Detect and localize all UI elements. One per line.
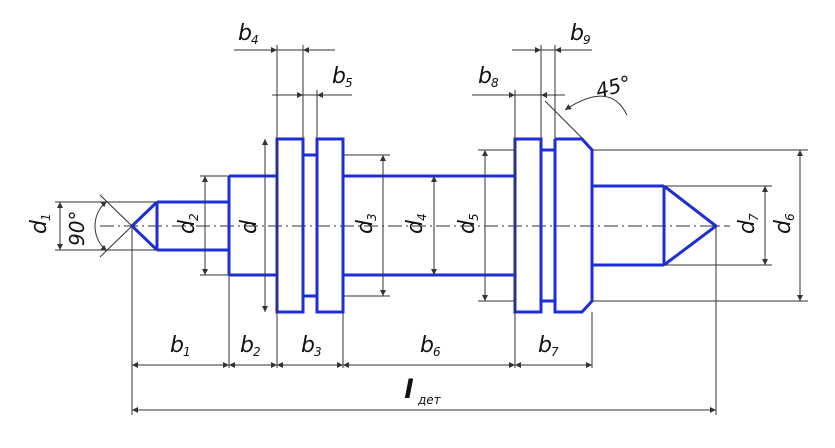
label-d2: d2 xyxy=(175,213,201,234)
svg-text:d: d xyxy=(403,219,428,234)
svg-text:d: d xyxy=(735,219,760,234)
extension-lines xyxy=(55,45,808,415)
label-d6: d6 xyxy=(771,213,797,234)
svg-text:9: 9 xyxy=(583,33,591,47)
svg-text:5: 5 xyxy=(345,76,353,90)
svg-text:d: d xyxy=(771,219,796,234)
svg-text:5: 5 xyxy=(467,213,481,221)
svg-text:b: b xyxy=(420,333,434,358)
svg-text:2: 2 xyxy=(187,213,201,221)
svg-text:1: 1 xyxy=(39,213,53,221)
svg-text:l: l xyxy=(404,375,414,405)
svg-text:8: 8 xyxy=(491,76,499,90)
svg-text:d: d xyxy=(353,219,378,234)
dimension-lines xyxy=(57,47,803,413)
label-angle-45: 45° xyxy=(593,70,633,102)
svg-text:7: 7 xyxy=(747,213,761,221)
svg-text:3: 3 xyxy=(314,345,322,359)
label-d3: d3 xyxy=(353,213,379,234)
label-d5: d5 xyxy=(455,213,481,234)
svg-text:45°: 45° xyxy=(593,70,633,102)
svg-text:d: d xyxy=(237,219,262,234)
svg-text:d: d xyxy=(455,219,480,234)
label-d4: d4 xyxy=(403,213,429,234)
svg-text:b: b xyxy=(478,64,492,89)
label-angle-90: 90° xyxy=(65,211,89,246)
svg-text:дет: дет xyxy=(417,393,442,407)
svg-text:6: 6 xyxy=(433,345,441,359)
svg-text:b: b xyxy=(240,333,254,358)
label-d: d xyxy=(237,219,262,234)
svg-text:4: 4 xyxy=(251,33,259,47)
svg-text:b: b xyxy=(301,333,315,358)
svg-text:3: 3 xyxy=(365,213,379,221)
svg-text:2: 2 xyxy=(253,345,261,359)
svg-text:b: b xyxy=(538,333,552,358)
svg-text:d: d xyxy=(27,219,52,234)
svg-text:4: 4 xyxy=(415,213,429,221)
label-d7: d7 xyxy=(735,213,761,234)
svg-text:1: 1 xyxy=(183,345,191,359)
svg-text:7: 7 xyxy=(551,345,559,359)
svg-text:b: b xyxy=(332,64,346,89)
svg-text:b: b xyxy=(570,21,584,46)
svg-text:b: b xyxy=(170,333,184,358)
svg-text:d: d xyxy=(175,219,200,234)
label-d1: d1 xyxy=(27,213,53,234)
svg-text:6: 6 xyxy=(783,213,797,221)
svg-text:90°: 90° xyxy=(65,211,89,246)
svg-text:b: b xyxy=(238,21,252,46)
